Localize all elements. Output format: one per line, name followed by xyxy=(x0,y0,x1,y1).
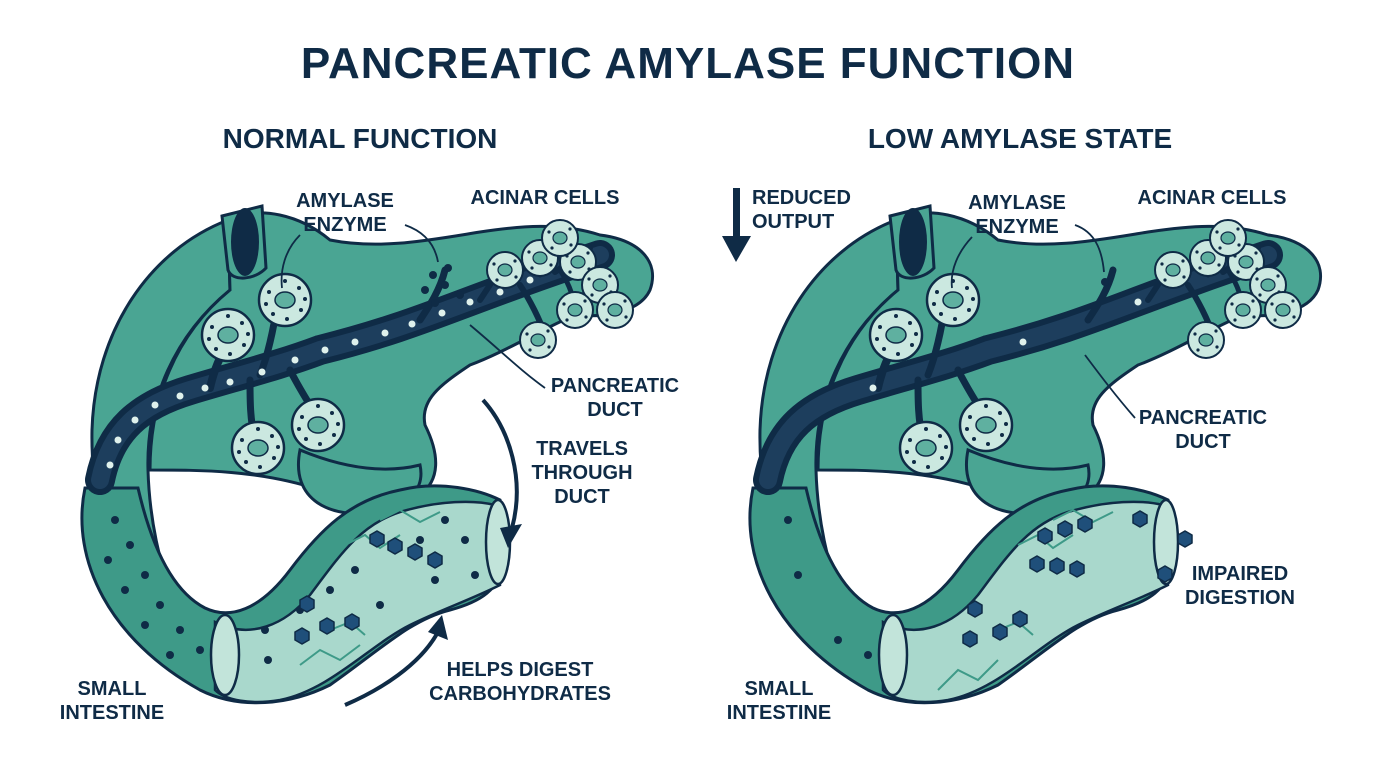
undigested-carbohydrates-low xyxy=(962,510,1193,648)
amylase-release-dots xyxy=(421,264,464,307)
intestine-enzyme-dots-low xyxy=(784,516,872,659)
label-amylase-enzyme-low-line2: ENZYME xyxy=(975,216,1058,238)
panel-heading-low: LOW AMYLASE STATE xyxy=(868,123,1172,154)
label-pancreatic-duct-low-line2: DUCT xyxy=(1175,431,1231,453)
panel-heading-normal: NORMAL FUNCTION xyxy=(223,123,498,154)
label-reduced-output-line1: REDUCED xyxy=(752,187,851,209)
label-travels-line2: THROUGH xyxy=(531,462,632,484)
label-travels-line1: TRAVELS xyxy=(536,438,628,460)
label-helps-digest-line1: HELPS DIGEST xyxy=(447,659,594,681)
amylase-release-dots-low xyxy=(1101,278,1109,286)
arrow-reduced-output-shaft xyxy=(733,188,740,238)
panel-normal: NORMAL FUNCTION xyxy=(60,123,679,724)
label-amylase-enzyme-line1: AMYLASE xyxy=(296,190,394,212)
intestine-enzyme-dots xyxy=(104,516,479,664)
leader-pancreatic-duct-low xyxy=(1084,354,1136,419)
label-travels-line3: DUCT xyxy=(554,486,610,508)
arrow-travels-through-duct xyxy=(481,398,519,529)
label-amylase-enzyme-line2: ENZYME xyxy=(303,214,386,236)
label-helps-digest-line2: CARBOHYDRATES xyxy=(429,683,611,705)
arrow-reduced-output-head xyxy=(722,236,751,262)
label-acinar-cells-low: ACINAR CELLS xyxy=(1138,187,1287,209)
label-small-intestine-line1: SMALL xyxy=(78,678,147,700)
label-impaired-digestion-line1: IMPAIRED xyxy=(1192,563,1288,585)
glucose-molecules xyxy=(294,530,443,645)
leader-pancreatic-duct xyxy=(469,324,546,389)
label-small-intestine-low-line2: INTESTINE xyxy=(727,702,831,724)
label-impaired-digestion-line2: DIGESTION xyxy=(1185,587,1295,609)
leader-amylase-release-low xyxy=(1074,224,1105,273)
label-small-intestine-line2: INTESTINE xyxy=(60,702,164,724)
duct-enzyme-dots-low xyxy=(869,298,1142,392)
arrow-helps-digest xyxy=(344,631,440,707)
duct-enzyme-dots xyxy=(106,276,534,469)
arrowhead-travels xyxy=(500,524,522,548)
panel-low-amylase: LOW AMYLASE STATE xyxy=(722,123,1323,724)
label-pancreatic-duct-low-line1: PANCREATIC xyxy=(1139,407,1267,429)
leader-amylase-low xyxy=(950,236,973,289)
leader-amylase xyxy=(280,234,301,289)
label-pancreatic-duct-line1: PANCREATIC xyxy=(551,375,679,397)
label-small-intestine-low-line1: SMALL xyxy=(745,678,814,700)
page-title: PANCREATIC AMYLASE FUNCTION xyxy=(301,39,1075,88)
label-reduced-output-line2: OUTPUT xyxy=(752,211,834,233)
label-amylase-enzyme-low-line1: AMYLASE xyxy=(968,192,1066,214)
arrowhead-helps xyxy=(428,615,448,640)
label-pancreatic-duct-line2: DUCT xyxy=(587,399,643,421)
leader-amylase-release xyxy=(404,224,439,263)
label-acinar-cells: ACINAR CELLS xyxy=(471,187,620,209)
